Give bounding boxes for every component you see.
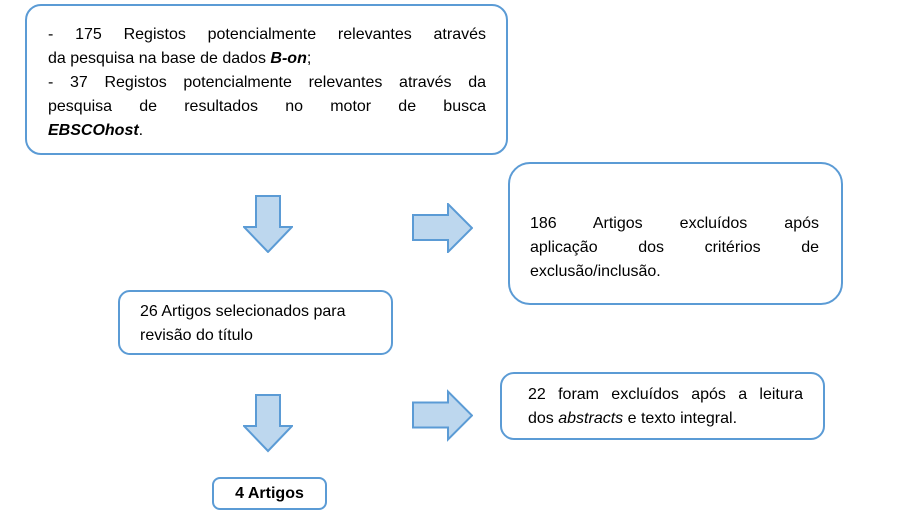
node-sources-box: - 175 Registos potencialmente relevantes… <box>25 4 508 155</box>
flow-arrow-down-2 <box>243 393 293 453</box>
selected-title-line-2: revisão do título <box>140 327 253 344</box>
sources-line-5-emphasis: EBSCOhost <box>48 122 139 139</box>
down-arrow-icon <box>243 394 293 453</box>
node-excluded-reading-box: 22 foram excluídos após a leitura dos ab… <box>500 372 825 440</box>
right-arrow-icon <box>412 389 473 442</box>
excluded-criteria-line-2: aplicação dos critérios de <box>530 239 819 256</box>
excluded-reading-line-2-text: dos <box>528 410 559 427</box>
node-selected-title-box: 26 Artigos selecionados para revisão do … <box>118 290 393 355</box>
sources-line-2-text: da pesquisa na base de dados <box>48 50 271 67</box>
sources-line-2: da pesquisa na base de dados B-on; <box>48 47 486 71</box>
flow-arrow-right-2 <box>412 388 473 443</box>
right-arrow-icon <box>412 203 473 253</box>
flow-arrow-right-1 <box>412 203 473 253</box>
sources-line-4: pesquisa de resultados no motor de busca <box>48 98 486 115</box>
excluded-reading-line-2: dos abstracts e texto integral. <box>528 407 803 431</box>
selected-title-line-1: 26 Artigos selecionados para <box>140 303 346 320</box>
node-excluded-criteria-box: 186 Artigos excluídos após aplicação dos… <box>508 162 843 305</box>
sources-line-3: - 37 Registos potencialmente relevantes … <box>48 74 486 91</box>
sources-line-2-punct: ; <box>306 50 312 67</box>
sources-line-5: EBSCOhost. <box>48 119 486 143</box>
sources-line-1: - 175 Registos potencialmente relevantes… <box>48 26 486 43</box>
final-articles-label: 4 Artigos <box>235 484 304 502</box>
excluded-reading-line-2-emphasis: abstracts <box>558 410 624 427</box>
node-final-articles-box: 4 Artigos <box>212 477 327 510</box>
sources-line-2-emphasis: B-on <box>270 50 307 67</box>
down-arrow-icon <box>243 195 293 253</box>
sources-line-5-punct: . <box>138 122 144 139</box>
excluded-criteria-line-1: 186 Artigos excluídos após <box>530 215 819 232</box>
excluded-reading-line-2-tail: e texto integral. <box>623 410 738 427</box>
excluded-criteria-line-3: exclusão/inclusão. <box>530 263 661 280</box>
flow-arrow-down-1 <box>243 195 293 253</box>
excluded-reading-line-1: 22 foram excluídos após a leitura <box>528 386 803 403</box>
